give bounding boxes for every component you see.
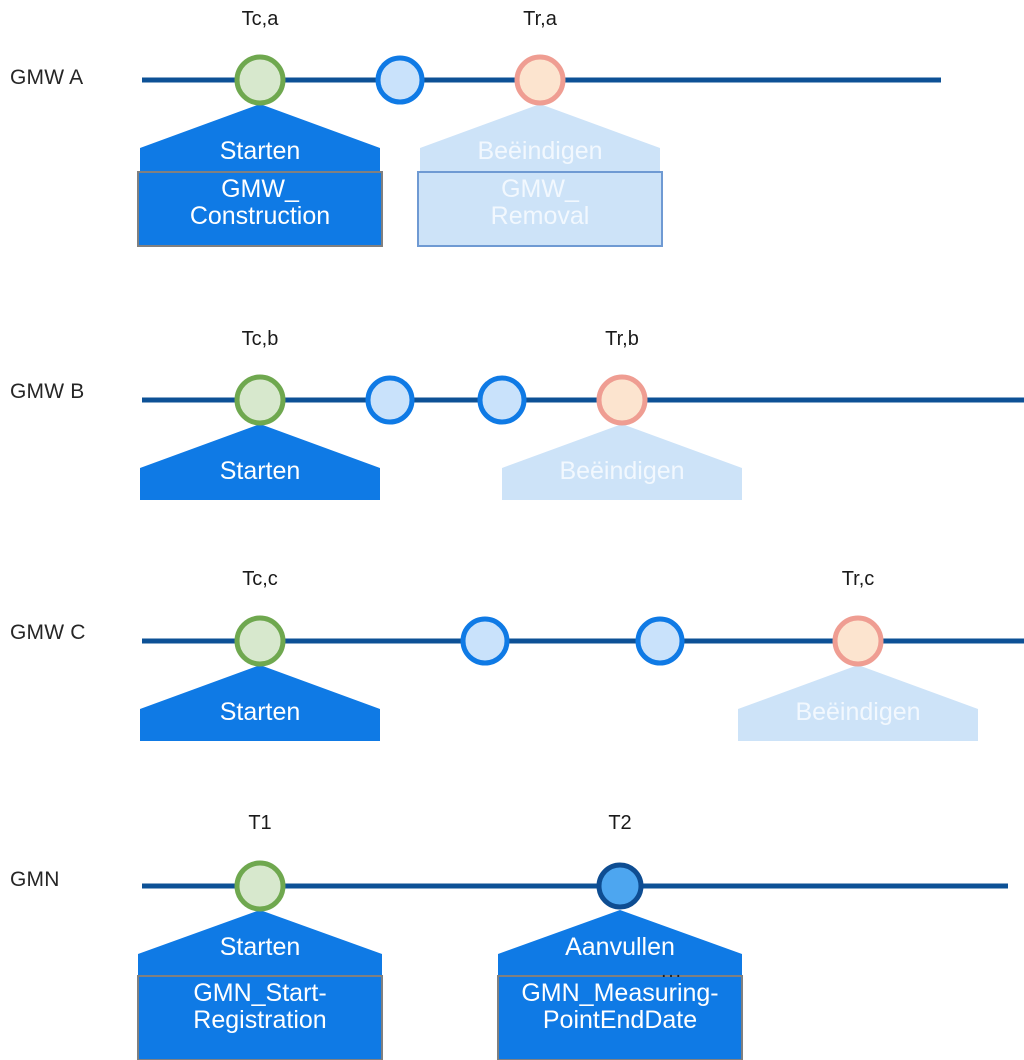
- box-gmn-0: [137, 975, 383, 1060]
- pentagon-ellipsis-gmn-1: ...: [661, 961, 683, 982]
- row-label-gmw-b: GMW B: [10, 380, 85, 403]
- marker-blue-gmw-c-2[interactable]: [635, 616, 685, 666]
- time-label-gmn-0: T1: [248, 812, 272, 834]
- box-gmn-1: [497, 975, 743, 1060]
- time-label-gmn-1: T2: [608, 812, 632, 834]
- pentagon-gmn-1: [498, 910, 742, 976]
- time-label-gmw-b-1: Tr,b: [605, 328, 639, 350]
- marker-salmon-gmw-b-3[interactable]: [596, 374, 648, 426]
- pentagon-gmw-b-1: [502, 424, 742, 500]
- time-label-gmw-c-1: Tr,c: [841, 568, 875, 590]
- marker-blue-gmw-a-1[interactable]: [375, 55, 425, 105]
- pentagon-gmw-a-0: [140, 104, 380, 172]
- marker-green-gmn-0[interactable]: [234, 860, 286, 912]
- marker-green-gmw-a-0[interactable]: [234, 54, 286, 106]
- time-label-gmw-c-0: Tc,c: [242, 568, 278, 590]
- box-gmw-a-1: [417, 171, 663, 247]
- row-label-gmw-a: GMW A: [10, 66, 84, 89]
- pentagon-gmw-a-1: [420, 104, 660, 172]
- marker-green-gmw-b-0[interactable]: [234, 374, 286, 426]
- marker-blue-gmw-b-1[interactable]: [365, 375, 415, 425]
- row-label-gmw-c: GMW C: [10, 621, 86, 644]
- box-gmw-a-0: [137, 171, 383, 247]
- marker-green-gmw-c-0[interactable]: [234, 615, 286, 667]
- pentagon-gmw-c-1: [738, 665, 978, 741]
- time-label-gmw-b-0: Tc,b: [241, 328, 279, 350]
- marker-salmon-gmw-a-2[interactable]: [514, 54, 566, 106]
- marker-blue-gmw-b-2[interactable]: [477, 375, 527, 425]
- time-label-gmw-a-0: Tc,a: [241, 8, 279, 30]
- marker-blue-gmw-c-1[interactable]: [460, 616, 510, 666]
- pentagon-gmn-0: [138, 910, 382, 976]
- pentagon-gmw-b-0: [140, 424, 380, 500]
- time-label-gmw-a-1: Tr,a: [523, 8, 557, 30]
- marker-salmon-gmw-c-3[interactable]: [832, 615, 884, 667]
- row-label-gmn: GMN: [10, 868, 60, 891]
- pentagon-gmw-c-0: [140, 665, 380, 741]
- marker-navy-gmn-1[interactable]: [596, 862, 644, 910]
